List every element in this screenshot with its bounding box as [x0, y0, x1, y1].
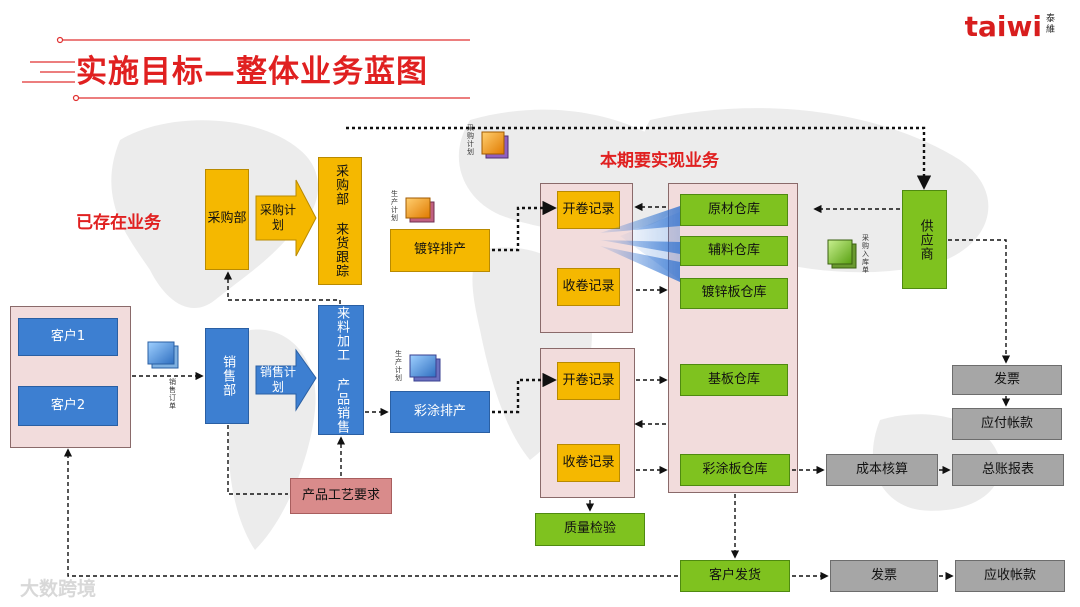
node-customer-2[interactable]: 客户2 — [18, 386, 118, 426]
node-substrate-warehouse[interactable]: 基板仓库 — [680, 364, 788, 396]
doc-label-production-plan-1: 生产计划 — [391, 190, 398, 222]
page-title: 实施目标—整体业务蓝图 — [76, 54, 428, 90]
node-product-process[interactable]: 产品工艺要求 — [290, 478, 392, 514]
production-plan-doc-icon-2 — [409, 354, 441, 382]
node-uncoil-record-2[interactable]: 开卷记录 — [557, 362, 620, 400]
node-galvanize-schedule[interactable]: 镀锌排产 — [390, 229, 490, 272]
node-cost-accounting[interactable]: 成本核算 — [826, 454, 938, 486]
purchase-plan-doc-icon — [481, 131, 509, 159]
sales-order-doc-icon — [147, 341, 179, 369]
node-purchase-plan[interactable]: 采购计划 — [259, 203, 296, 232]
node-general-ledger[interactable]: 总账报表 — [952, 454, 1064, 486]
node-accounts-payable[interactable]: 应付帐款 — [952, 408, 1062, 440]
node-quality-check[interactable]: 质量检验 — [535, 513, 645, 546]
node-sales-dept[interactable]: 销售部 — [205, 328, 249, 424]
label-current-phase: 本期要实现业务 — [600, 151, 719, 171]
purchase-receipt-doc-icon — [827, 239, 857, 269]
node-incoming-processing[interactable]: 来料加工 产品销售 — [318, 305, 364, 435]
node-purchase-tracking[interactable]: 采购部 来货跟踪 — [318, 157, 362, 285]
doc-label-purchase-receipt: 采购入库单 — [862, 234, 869, 274]
node-recoil-record-1[interactable]: 收卷记录 — [557, 268, 620, 306]
warehouse-beam — [600, 206, 680, 282]
node-customer-1[interactable]: 客户1 — [18, 318, 118, 356]
doc-label-purchase-plan: 采购计划 — [467, 124, 474, 156]
brand-logo-sub: 泰維 — [1046, 14, 1056, 35]
node-coated-warehouse[interactable]: 彩涂板仓库 — [680, 454, 790, 486]
production-plan-doc-icon-1 — [405, 197, 435, 223]
node-accounts-receivable[interactable]: 应收帐款 — [955, 560, 1065, 592]
warehouse-panel — [668, 183, 798, 493]
node-invoice-receivable[interactable]: 发票 — [830, 560, 938, 592]
node-raw-material-warehouse[interactable]: 原材仓库 — [680, 194, 788, 226]
node-purchase-dept[interactable]: 采购部 — [205, 169, 249, 270]
node-recoil-record-2[interactable]: 收卷记录 — [557, 444, 620, 482]
node-coating-schedule[interactable]: 彩涂排产 — [390, 391, 490, 433]
node-invoice-payable[interactable]: 发票 — [952, 365, 1062, 395]
node-sales-plan[interactable]: 销售计划 — [259, 365, 296, 394]
label-existing-business: 已存在业务 — [76, 213, 161, 233]
node-auxiliary-warehouse[interactable]: 辅料仓库 — [680, 236, 788, 266]
doc-label-production-plan-2: 生产计划 — [395, 350, 402, 382]
node-galvanized-warehouse[interactable]: 镀锌板仓库 — [680, 278, 788, 309]
node-supplier[interactable]: 供应商 — [902, 190, 947, 289]
doc-label-sales-order: 销售订单 — [169, 378, 176, 410]
watermark: 大数跨境 — [20, 578, 97, 600]
node-uncoil-record-1[interactable]: 开卷记录 — [557, 191, 620, 229]
node-customer-delivery[interactable]: 客户发货 — [680, 560, 790, 592]
brand-logo: taiwi — [964, 10, 1042, 43]
